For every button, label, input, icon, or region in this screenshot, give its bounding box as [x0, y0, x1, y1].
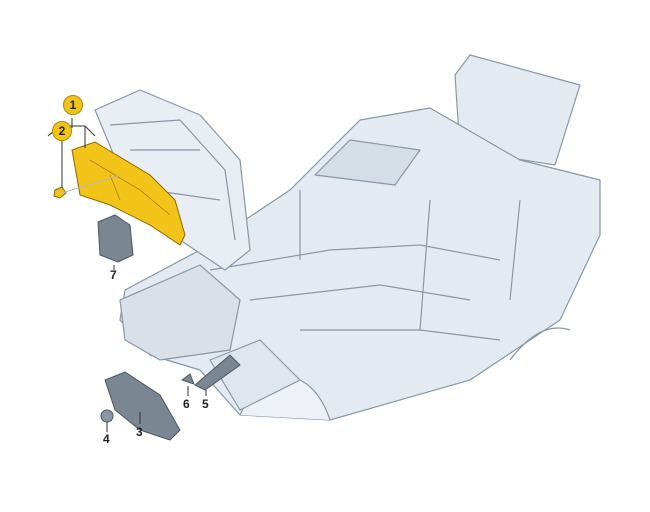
callout-4: 4 [103, 432, 110, 446]
callout-3: 3 [136, 425, 143, 439]
hood-insulation-part-1 [71, 141, 186, 246]
part-5 [194, 354, 241, 391]
part-6 [180, 373, 195, 385]
callout-1: 1 [63, 95, 83, 115]
part-7 [97, 214, 134, 263]
front-structure [119, 264, 241, 361]
callout-2: 2 [52, 121, 72, 141]
callout-7: 7 [110, 268, 117, 282]
sunroof [314, 139, 421, 186]
part-3 [104, 371, 181, 441]
clip-part-2 [53, 186, 67, 199]
callout-5: 5 [202, 397, 209, 411]
callout-6: 6 [183, 397, 190, 411]
part-4 [100, 409, 114, 423]
